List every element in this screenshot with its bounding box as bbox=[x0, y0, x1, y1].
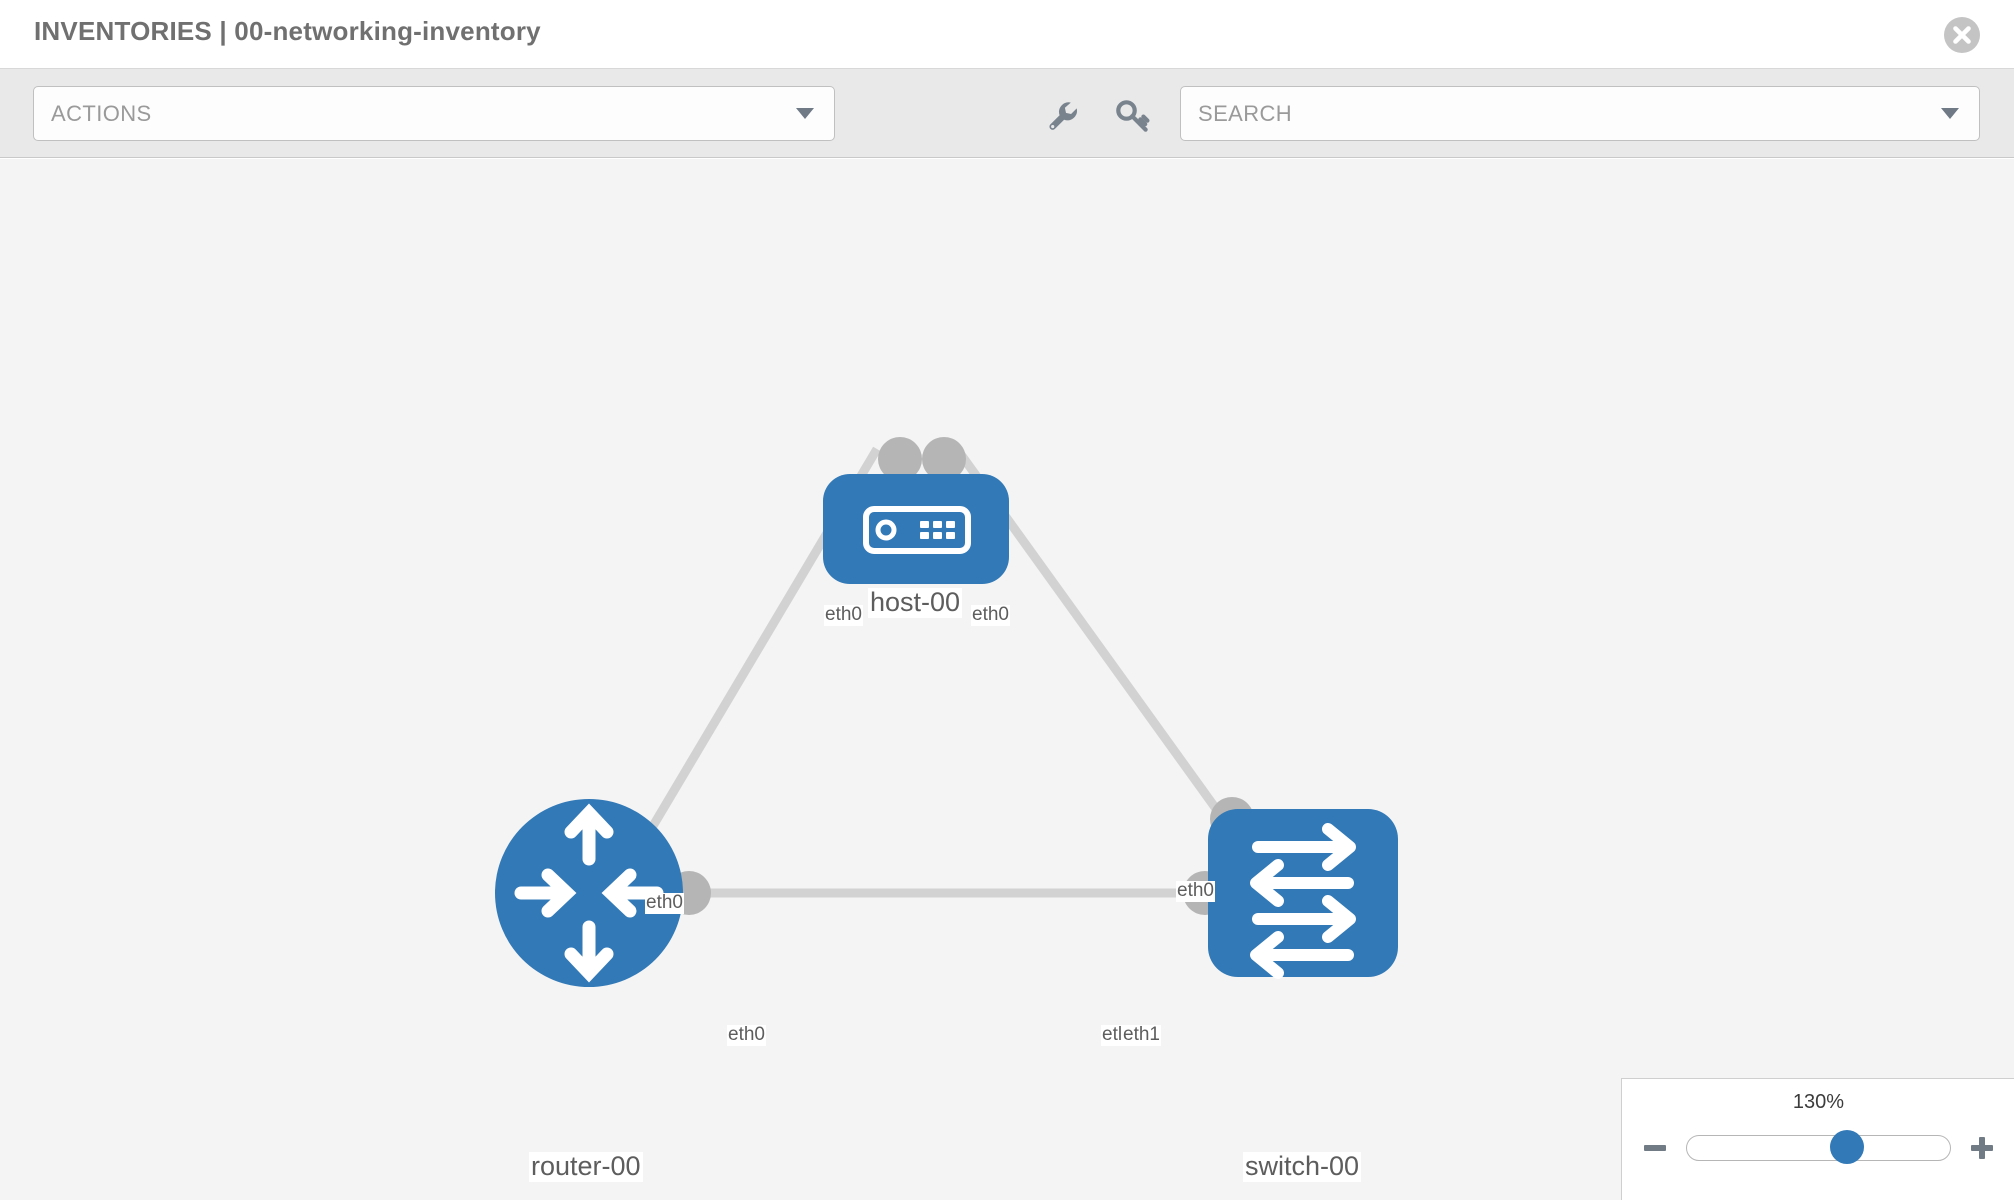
connector-host00-right bbox=[922, 437, 966, 481]
close-icon[interactable] bbox=[1943, 16, 1981, 54]
actions-dropdown[interactable]: ACTIONS bbox=[33, 86, 835, 141]
iface-label: eth0 bbox=[645, 892, 684, 914]
minus-icon[interactable] bbox=[1638, 1131, 1672, 1165]
iface-label: eth0 bbox=[824, 604, 863, 626]
iface-label: eth0 bbox=[1176, 880, 1215, 902]
iface-label: eth0 bbox=[971, 604, 1010, 626]
node-label-router-00: router-00 bbox=[529, 1151, 643, 1182]
topology-canvas[interactable]: eth0 host-00 eth0 eth0 eth0 eth0 etl eth… bbox=[0, 159, 2014, 1200]
node-host-00 bbox=[823, 474, 1009, 584]
node-label-switch-00: switch-00 bbox=[1243, 1151, 1362, 1182]
node-switch-00 bbox=[1208, 809, 1398, 979]
zoom-slider[interactable] bbox=[1686, 1130, 1951, 1164]
plus-icon[interactable] bbox=[1965, 1131, 1999, 1165]
chevron-down-icon bbox=[796, 108, 814, 119]
node-label-host-00: host-00 bbox=[868, 587, 963, 618]
iface-label: etl bbox=[1101, 1024, 1124, 1046]
zoom-slider-row bbox=[1622, 1125, 2014, 1171]
zoom-slider-thumb[interactable] bbox=[1830, 1130, 1864, 1164]
node-router-00 bbox=[495, 799, 683, 987]
iface-label: eth1 bbox=[1122, 1024, 1161, 1046]
page-header: INVENTORIES | 00-networking-inventory bbox=[0, 0, 2014, 68]
page-title: INVENTORIES | 00-networking-inventory bbox=[34, 16, 541, 46]
actions-dropdown-label: ACTIONS bbox=[51, 100, 152, 126]
topology-graph bbox=[495, 437, 1398, 987]
zoom-control-panel: 130% bbox=[1621, 1078, 2014, 1200]
iface-label: eth0 bbox=[727, 1024, 766, 1046]
connector-host00-left bbox=[878, 437, 922, 481]
search-input[interactable]: SEARCH bbox=[1180, 86, 1980, 141]
key-icon[interactable] bbox=[1113, 96, 1153, 136]
search-placeholder: SEARCH bbox=[1198, 100, 1293, 126]
chevron-down-icon[interactable] bbox=[1941, 108, 1959, 119]
wrench-icon[interactable] bbox=[1043, 96, 1083, 136]
zoom-level-value: 130% bbox=[1792, 1091, 1845, 1113]
